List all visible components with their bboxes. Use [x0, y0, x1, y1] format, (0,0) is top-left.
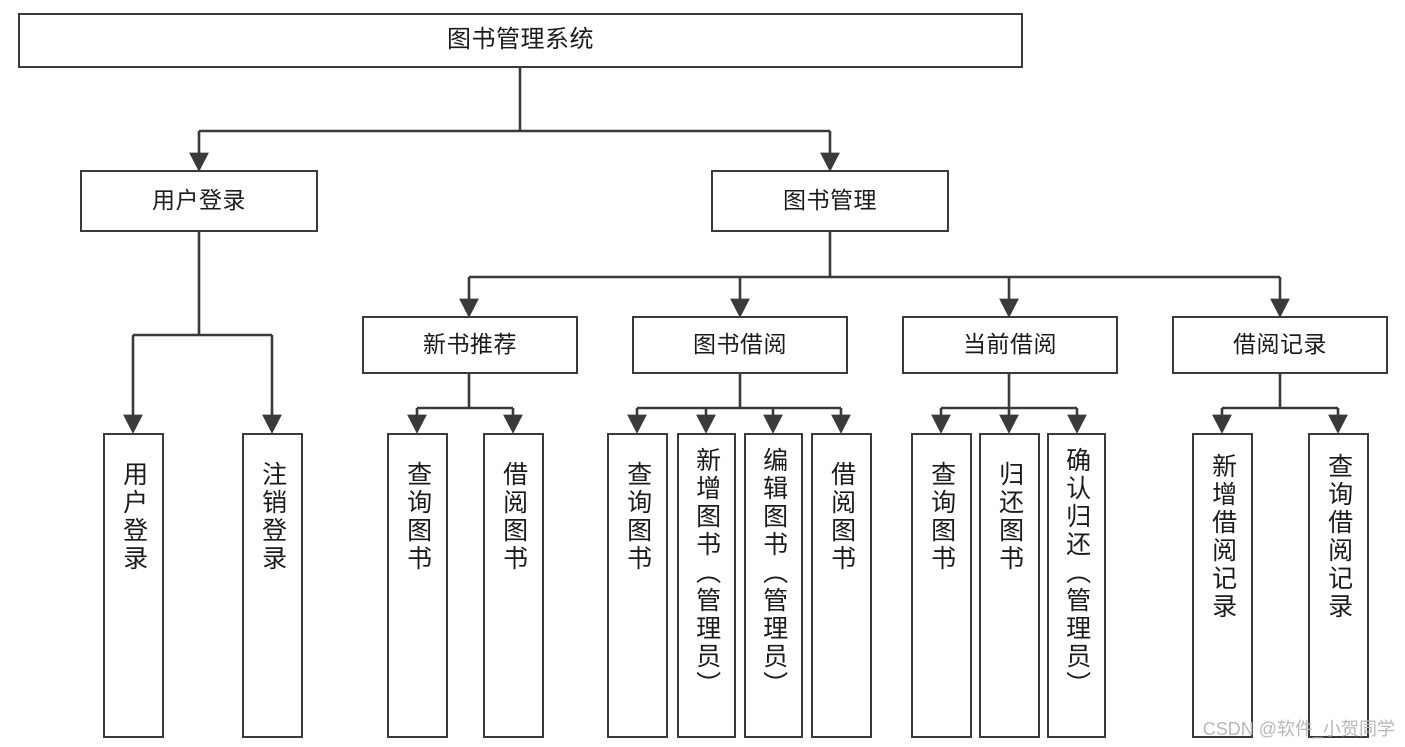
node-label: 确认归还（管理员）: [1062, 447, 1091, 699]
node-book-borrow[interactable]: 图书借阅: [632, 316, 848, 374]
leaf-add-borrow-record[interactable]: 新增借阅记录: [1192, 433, 1253, 738]
node-label: 当前借阅: [963, 331, 1057, 358]
node-new-book-recommend[interactable]: 新书推荐: [362, 316, 578, 374]
node-borrow-record[interactable]: 借阅记录: [1172, 316, 1388, 374]
node-label: 借阅记录: [1233, 331, 1327, 358]
leaf-confirm-return-admin[interactable]: 确认归还（管理员）: [1047, 433, 1106, 738]
node-user-login[interactable]: 用户登录: [80, 170, 318, 232]
leaf-query-book-borrow[interactable]: 查询图书: [607, 433, 668, 738]
node-root-book-management-system[interactable]: 图书管理系统: [18, 13, 1023, 68]
leaf-logout[interactable]: 注销登录: [242, 433, 303, 738]
node-label: 图书借阅: [693, 331, 787, 358]
leaf-add-book-admin[interactable]: 新增图书（管理员）: [677, 433, 736, 738]
leaf-return-book[interactable]: 归还图书: [979, 433, 1040, 738]
watermark: CSDN @软件_小贺同学: [1202, 719, 1395, 739]
node-label: 查询图书: [403, 461, 432, 573]
node-label: 新增图书（管理员）: [692, 447, 721, 699]
node-label: 图书管理: [783, 187, 877, 214]
node-current-borrow[interactable]: 当前借阅: [902, 316, 1118, 374]
node-label: 用户登录: [152, 187, 246, 214]
leaf-borrow-book[interactable]: 借阅图书: [811, 433, 872, 738]
node-label: 查询图书: [927, 461, 956, 573]
node-book-management[interactable]: 图书管理: [711, 170, 949, 232]
leaf-edit-book-admin[interactable]: 编辑图书（管理员）: [744, 433, 803, 738]
node-label: 查询借阅记录: [1324, 453, 1353, 621]
node-label: 借阅图书: [499, 461, 528, 573]
node-label: 图书管理系统: [447, 26, 594, 54]
leaf-user-login[interactable]: 用户登录: [103, 433, 164, 738]
node-label: 归还图书: [995, 461, 1024, 573]
node-label: 注销登录: [258, 461, 287, 573]
node-label: 查询图书: [623, 461, 652, 573]
leaf-query-book-current[interactable]: 查询图书: [911, 433, 972, 738]
node-label: 编辑图书（管理员）: [759, 447, 788, 699]
leaf-query-book-recommend[interactable]: 查询图书: [387, 433, 448, 738]
node-label: 用户登录: [119, 461, 148, 573]
node-label: 新书推荐: [423, 331, 517, 358]
leaf-borrow-book-recommend[interactable]: 借阅图书: [483, 433, 544, 738]
leaf-query-borrow-record[interactable]: 查询借阅记录: [1308, 433, 1369, 738]
node-label: 新增借阅记录: [1208, 453, 1237, 621]
node-label: 借阅图书: [827, 461, 856, 573]
